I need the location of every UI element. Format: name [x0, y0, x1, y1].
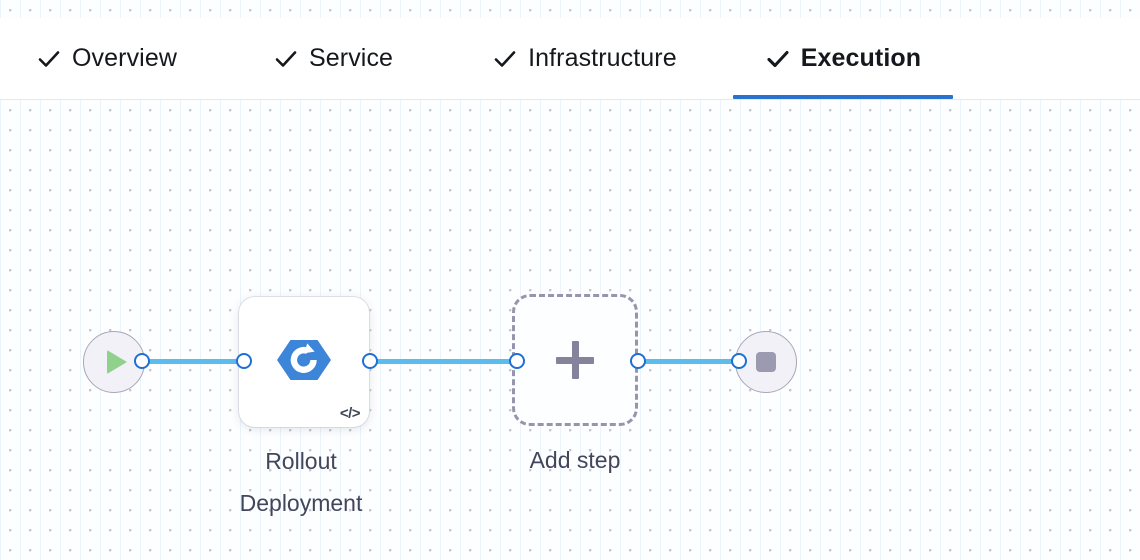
add-step-button[interactable] — [512, 294, 638, 426]
tab-service[interactable]: Service — [273, 18, 393, 99]
stop-icon — [756, 352, 776, 372]
end-node-input-port[interactable] — [731, 353, 747, 369]
rollout-output-port[interactable] — [362, 353, 378, 369]
step-card-rollout-deployment[interactable]: </> — [239, 297, 369, 427]
add-step-input-port[interactable] — [509, 353, 525, 369]
tab-list: Overview Service Infrastructur — [0, 18, 954, 99]
add-step-output-port[interactable] — [630, 353, 646, 369]
tab-overview[interactable]: Overview — [36, 18, 177, 99]
start-node-output-port[interactable] — [134, 353, 150, 369]
tab-label: Overview — [72, 44, 177, 72]
play-icon — [107, 350, 127, 374]
tab-active-underline — [732, 95, 954, 99]
rollout-input-port[interactable] — [236, 353, 252, 369]
start-node[interactable] — [83, 331, 145, 393]
connector-start-to-rollout[interactable] — [140, 359, 244, 364]
tab-label: Execution — [800, 44, 922, 72]
code-badge-icon: </> — [339, 405, 361, 422]
add-step-label: Add step — [529, 447, 621, 473]
tab-label: Service — [309, 44, 394, 72]
tab-label: Infrastructure — [528, 44, 677, 72]
connector-addstep-to-end[interactable] — [634, 359, 742, 364]
connector-rollout-to-addstep[interactable] — [366, 359, 518, 364]
check-icon — [273, 46, 299, 72]
check-icon — [765, 46, 791, 72]
rollout-deployment-icon — [277, 333, 331, 392]
check-icon — [36, 46, 62, 72]
tab-infrastructure[interactable]: Infrastructure — [492, 18, 677, 99]
plus-icon-vertical — [571, 341, 579, 379]
step-label-rollout-deployment: Rollout Deployment — [239, 448, 363, 516]
check-icon — [492, 46, 518, 72]
wizard-tab-bar: Overview Service Infrastructur — [0, 18, 1140, 100]
tab-execution[interactable]: Execution — [732, 18, 954, 99]
